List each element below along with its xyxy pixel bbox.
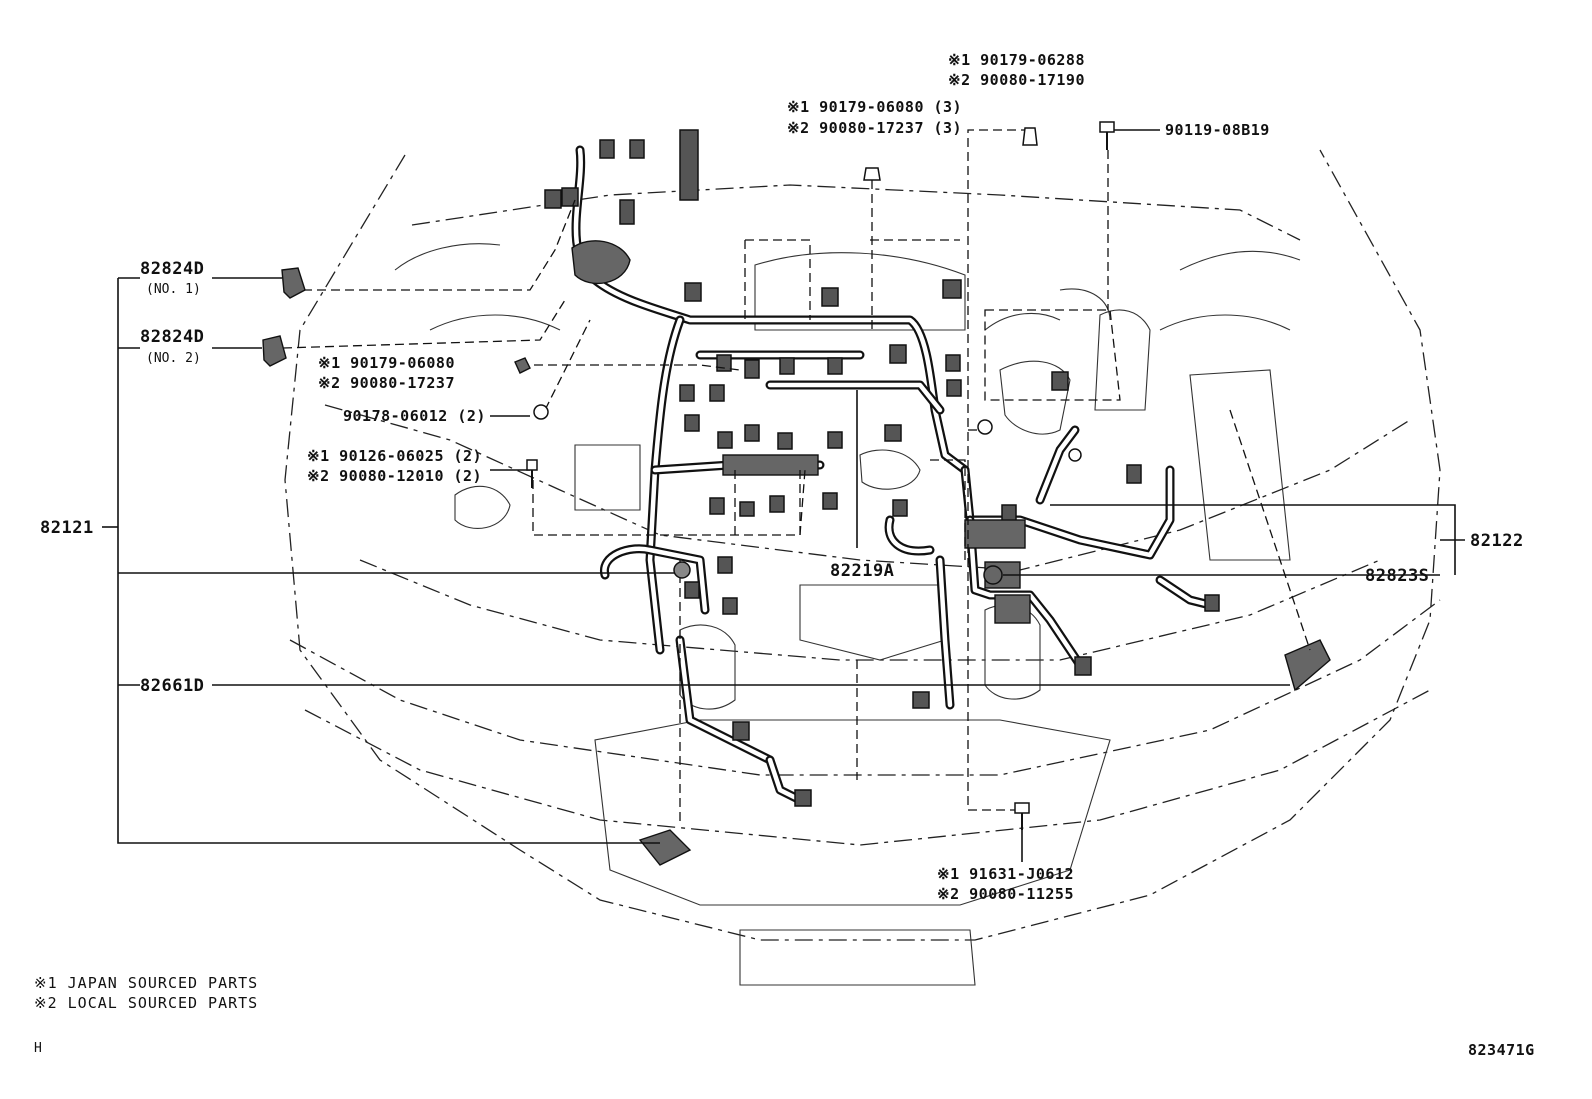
clip-90178-06012-icon <box>533 404 549 420</box>
diagram-id: 823471G <box>1468 1041 1535 1059</box>
callout-90080-17190: ※2 90080-17190 <box>948 71 1085 89</box>
callout-82219a: 82219A <box>830 561 894 581</box>
callout-labels: 82824D (NO. 1) 82824D (NO. 2) ※1 90179-0… <box>40 51 1524 903</box>
callout-82122: 82122 <box>1470 531 1524 551</box>
callout-82824d-no2: 82824D <box>140 327 204 347</box>
nut-90179-06080-icon <box>514 357 531 374</box>
callout-90179-06080-3: ※1 90179-06080 (3) <box>787 98 962 116</box>
harness-connectors <box>544 129 1331 866</box>
callout-90179-06080: ※1 90179-06080 <box>318 354 455 372</box>
bolt-91631-j0612-icon <box>1014 802 1030 830</box>
callout-90080-17237-3: ※2 90080-17237 (3) <box>787 119 962 137</box>
legend-japan-sourced: ※1 JAPAN SOURCED PARTS <box>34 974 258 992</box>
clamp-no1-icon <box>281 267 306 299</box>
callout-82824d-no1-sub: (NO. 1) <box>146 282 201 297</box>
callout-82824d-no1: 82824D <box>140 259 204 279</box>
callout-90178-06012: 90178-06012 (2) <box>343 407 486 425</box>
callout-90080-12010: ※2 90080-12010 (2) <box>307 467 482 485</box>
callout-91631-j0612: ※1 91631-J0612 <box>937 865 1074 883</box>
clamp-no2-icon <box>262 335 287 367</box>
bolt-90119-08b19-icon <box>1099 121 1115 150</box>
clamp-harness-icon <box>673 561 691 579</box>
fasteners <box>262 121 1115 830</box>
vehicle-body-outline <box>284 149 1441 986</box>
bolt-90126-06025-icon <box>526 459 538 488</box>
grommet-82823s-icon <box>983 565 1003 585</box>
nut-90179-06080-3-icon <box>863 167 881 181</box>
legend: ※1 JAPAN SOURCED PARTS ※2 LOCAL SOURCED … <box>34 974 258 1012</box>
callout-90119-08b19: 90119-08B19 <box>1165 121 1270 139</box>
engine-wire-harness <box>571 145 1215 805</box>
leader-lines <box>102 129 1465 862</box>
callout-90179-06288: ※1 90179-06288 <box>948 51 1085 69</box>
callout-90126-06025: ※1 90126-06025 (2) <box>307 447 482 465</box>
callout-82823s: 82823S <box>1365 566 1429 586</box>
callout-82824d-no2-sub: (NO. 2) <box>146 351 201 366</box>
callout-90080-17237: ※2 90080-17237 <box>318 374 455 392</box>
clip-ground-icon <box>1068 448 1082 462</box>
legend-local-sourced: ※2 LOCAL SOURCED PARTS <box>34 994 258 1012</box>
callout-90080-11255: ※2 90080-11255 <box>937 885 1074 903</box>
callout-82121: 82121 <box>40 518 94 538</box>
callout-82661d: 82661D <box>140 676 204 696</box>
nut-90179-06288-icon <box>1022 127 1038 146</box>
footer-left-mark: H <box>34 1041 42 1056</box>
clip-vacuum-icon <box>977 419 993 435</box>
